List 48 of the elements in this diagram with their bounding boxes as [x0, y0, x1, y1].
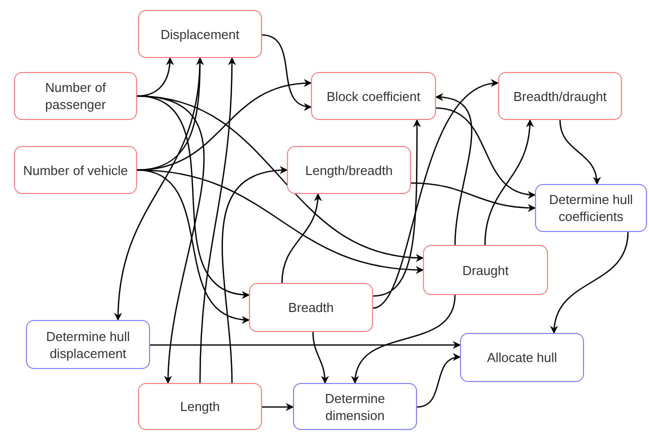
- arrow: [416, 354, 461, 408]
- arrow: [262, 34, 312, 110]
- arrow: [262, 403, 294, 411]
- arrow: [559, 120, 600, 185]
- process-box: [423, 245, 548, 295]
- node-label: Breadth: [288, 299, 334, 316]
- node-label: Allocate hull: [486, 349, 558, 366]
- process-box: [293, 383, 417, 430]
- arrow: [410, 182, 536, 212]
- arrow: [199, 57, 236, 384]
- arrow: [312, 332, 329, 384]
- process-box: [460, 333, 584, 382]
- process-box: [138, 10, 262, 58]
- node-label: Length/breadth: [305, 162, 393, 178]
- process-box: [249, 283, 373, 332]
- arrow: [114, 58, 201, 321]
- node-label: Determine dimension: [324, 390, 386, 424]
- arrow: [222, 166, 288, 384]
- arrow: [136, 169, 424, 274]
- node-label: Breadth/draught: [513, 88, 607, 104]
- arrow: [550, 232, 629, 334]
- node-label: Number of passenger: [44, 79, 107, 113]
- node-label: Determine hull coefficients: [548, 191, 634, 225]
- arrow: [372, 119, 421, 297]
- node-label: Length: [180, 398, 220, 415]
- arrow: [150, 341, 461, 349]
- process-box: [14, 72, 137, 120]
- process-box: [311, 72, 436, 120]
- process-box: [498, 72, 622, 120]
- node-label: Block coefficient: [326, 88, 420, 104]
- arrow: [136, 169, 250, 323]
- process-box: [287, 146, 411, 194]
- arrow: [435, 94, 472, 246]
- arrow: [436, 107, 536, 198]
- node-label: Displacement: [160, 26, 240, 42]
- arrow: [136, 57, 174, 97]
- process-box: [26, 320, 150, 369]
- node-label: Draught: [462, 262, 509, 278]
- process-box: [138, 383, 262, 430]
- process-box: [535, 184, 647, 232]
- arrow: [281, 193, 322, 284]
- node-label: Determine hull displacement: [45, 328, 131, 362]
- arrow: [372, 80, 499, 309]
- arrow: [136, 95, 424, 262]
- process-box: [14, 146, 137, 194]
- arrow: [484, 119, 534, 246]
- node-label: Number of vehicle: [23, 162, 128, 178]
- arrow: [352, 294, 456, 384]
